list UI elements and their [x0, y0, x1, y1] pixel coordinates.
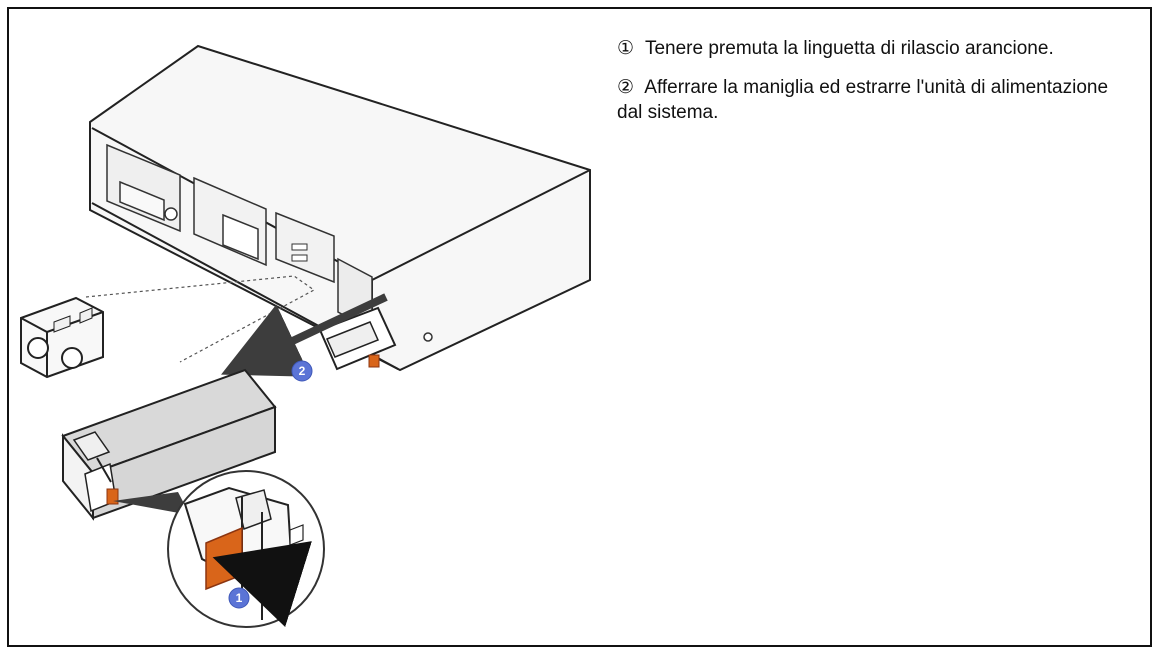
callout-two-number: 2: [299, 364, 306, 378]
server-chassis: [89, 44, 591, 372]
callout-one-number: 1: [236, 591, 243, 605]
magnifier-leader: [113, 492, 190, 515]
dashed-removal-guide: [85, 275, 316, 363]
callout-two: 2: [291, 360, 313, 382]
removed-power-supply: [61, 368, 277, 521]
instruction-step-2: ② Afferrare la maniglia ed estrarre l'un…: [617, 75, 1137, 125]
instruction-list: ① Tenere premuta la linguetta di rilasci…: [617, 36, 1137, 139]
filler-panel: [20, 296, 104, 379]
removal-arrow: [221, 293, 388, 377]
magnified-detail: [167, 470, 325, 628]
step-1-text: Tenere premuta la linguetta di rilascio …: [644, 38, 1054, 59]
step-1-marker: ①: [617, 38, 635, 59]
step-2-marker: ②: [617, 77, 635, 98]
press-arrow: [212, 541, 312, 628]
power-supply-removal-illustration: 2 1: [20, 44, 591, 628]
callout-one: 1: [228, 587, 250, 609]
instruction-step-1: ① Tenere premuta la linguetta di rilasci…: [617, 36, 1137, 61]
step-2-text: Afferrare la maniglia ed estrarre l'unit…: [617, 77, 1109, 123]
